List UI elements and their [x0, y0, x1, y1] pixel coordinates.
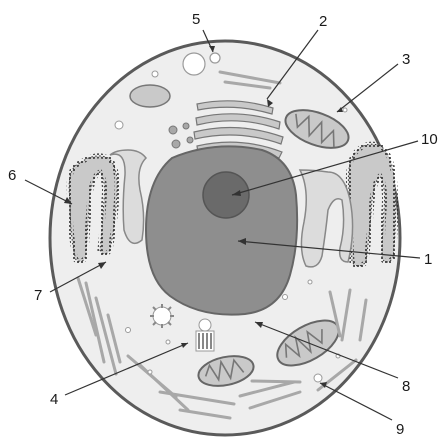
label-7: 7	[34, 287, 42, 304]
label-9: 9	[396, 421, 404, 438]
leader-9	[320, 383, 392, 420]
label-8: 8	[402, 378, 410, 395]
label-5: 5	[192, 11, 200, 28]
nucleus	[146, 146, 297, 314]
vesicle-small	[210, 53, 220, 63]
lysosome	[130, 85, 170, 107]
vesicle-large	[183, 53, 205, 75]
vesicle-left	[115, 121, 123, 129]
label-1: 1	[424, 251, 432, 268]
label-3: 3	[402, 51, 410, 68]
centriole-lower	[196, 319, 214, 351]
label-2: 2	[319, 13, 327, 30]
nucleolus	[203, 172, 249, 218]
label-4: 4	[50, 391, 58, 408]
vesicle-tiny	[152, 71, 158, 77]
label-10: 10	[421, 131, 438, 148]
centriole-upper	[150, 304, 174, 328]
label-6: 6	[8, 167, 16, 184]
leader-3	[337, 64, 398, 112]
